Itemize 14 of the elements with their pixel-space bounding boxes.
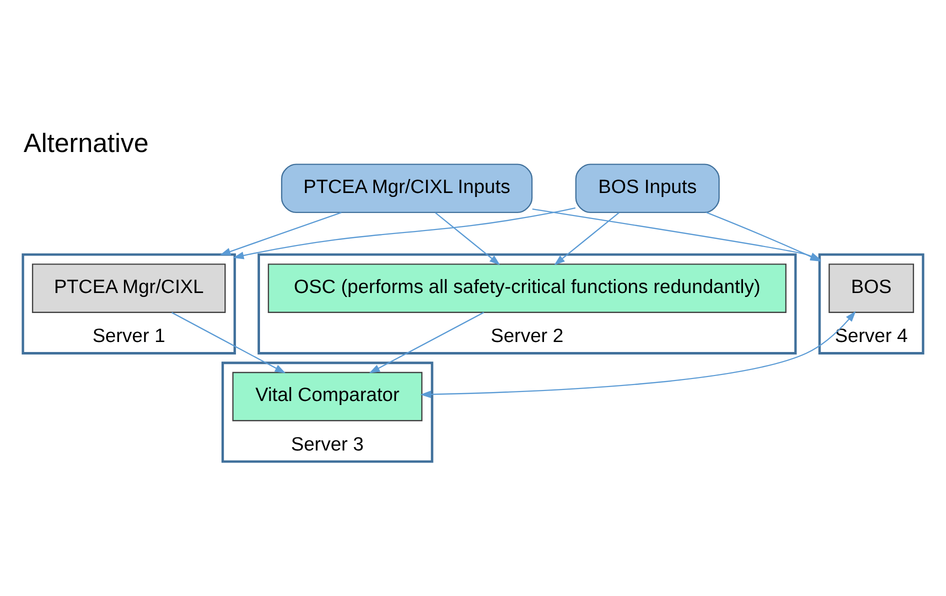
node-box: Vital Comparator bbox=[232, 371, 422, 421]
arrow bbox=[420, 310, 856, 398]
arrow bbox=[220, 212, 342, 255]
node-box: OSC (performs all safety-critical functions redundantly) bbox=[268, 263, 786, 312]
node-box: BOS bbox=[828, 263, 914, 312]
arrow bbox=[232, 206, 576, 259]
arrow bbox=[172, 312, 286, 373]
arrow bbox=[369, 311, 484, 373]
arrow bbox=[434, 212, 500, 265]
node-box: PTCEA Mgr/CIXL bbox=[32, 263, 226, 312]
arrow bbox=[554, 212, 620, 265]
node-box: PTCEA Mgr/CIXL Inputs bbox=[281, 163, 533, 213]
node-box: BOS Inputs bbox=[575, 163, 720, 213]
diagram-title: Alternative bbox=[24, 127, 149, 158]
